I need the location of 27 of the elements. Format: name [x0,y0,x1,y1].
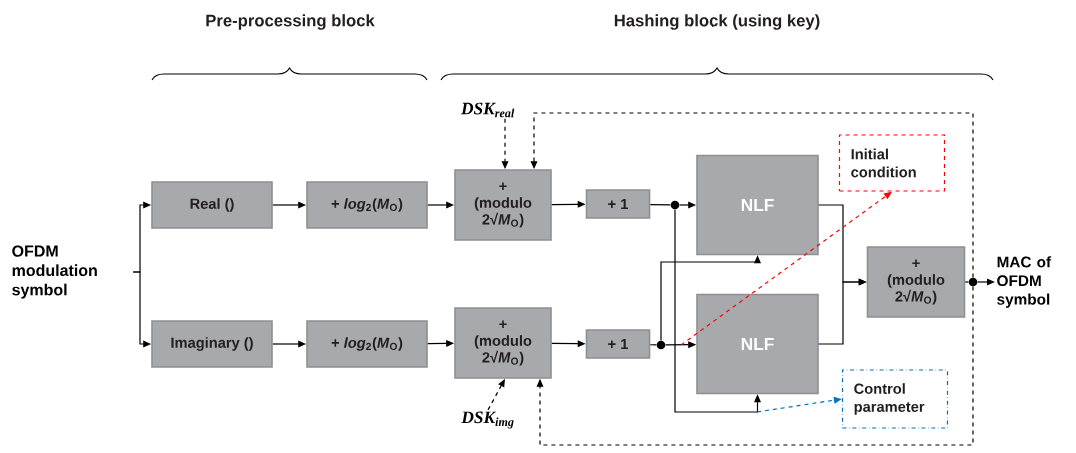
key-label: DSK$_{real}$ [460,102,515,118]
note-box: Initial condition [838,134,946,192]
process-box: + log$_{2}$(M$_{O}$) [306,181,428,229]
block-heading: Hashing block (using key) [614,14,820,30]
arrow [536,286,974,446]
key-label: DSK$_{img}$ [461,411,514,429]
process-box: + (modulo 2√M$_{O}$) [454,169,552,241]
process-box: + 1 [585,329,651,359]
connector-line [649,203,671,206]
block-heading: Pre-processing block [206,14,375,30]
input-label: OFDM modulation symbol [12,245,97,299]
process-box: + 1 [585,189,651,219]
arrow [530,112,974,278]
arrow [674,209,761,413]
process-box: Real () [151,181,273,229]
leader-line [680,191,892,346]
nlf-box: NLF [696,154,819,256]
process-box: Imaginary () [151,320,273,368]
process-box: + (modulo 2√M$_{O}$) [866,246,966,318]
arrow [977,278,995,286]
process-box: + (modulo 2√M$_{O}$) [454,307,552,379]
connector-line [964,281,969,283]
note-box: Control parameter [841,369,949,429]
nlf-box: NLF [696,293,819,395]
output-label: MAC of OFDM symbol [997,256,1052,308]
connector-line [649,344,657,346]
process-box: + log$_{2}$(M$_{O}$) [306,320,428,368]
